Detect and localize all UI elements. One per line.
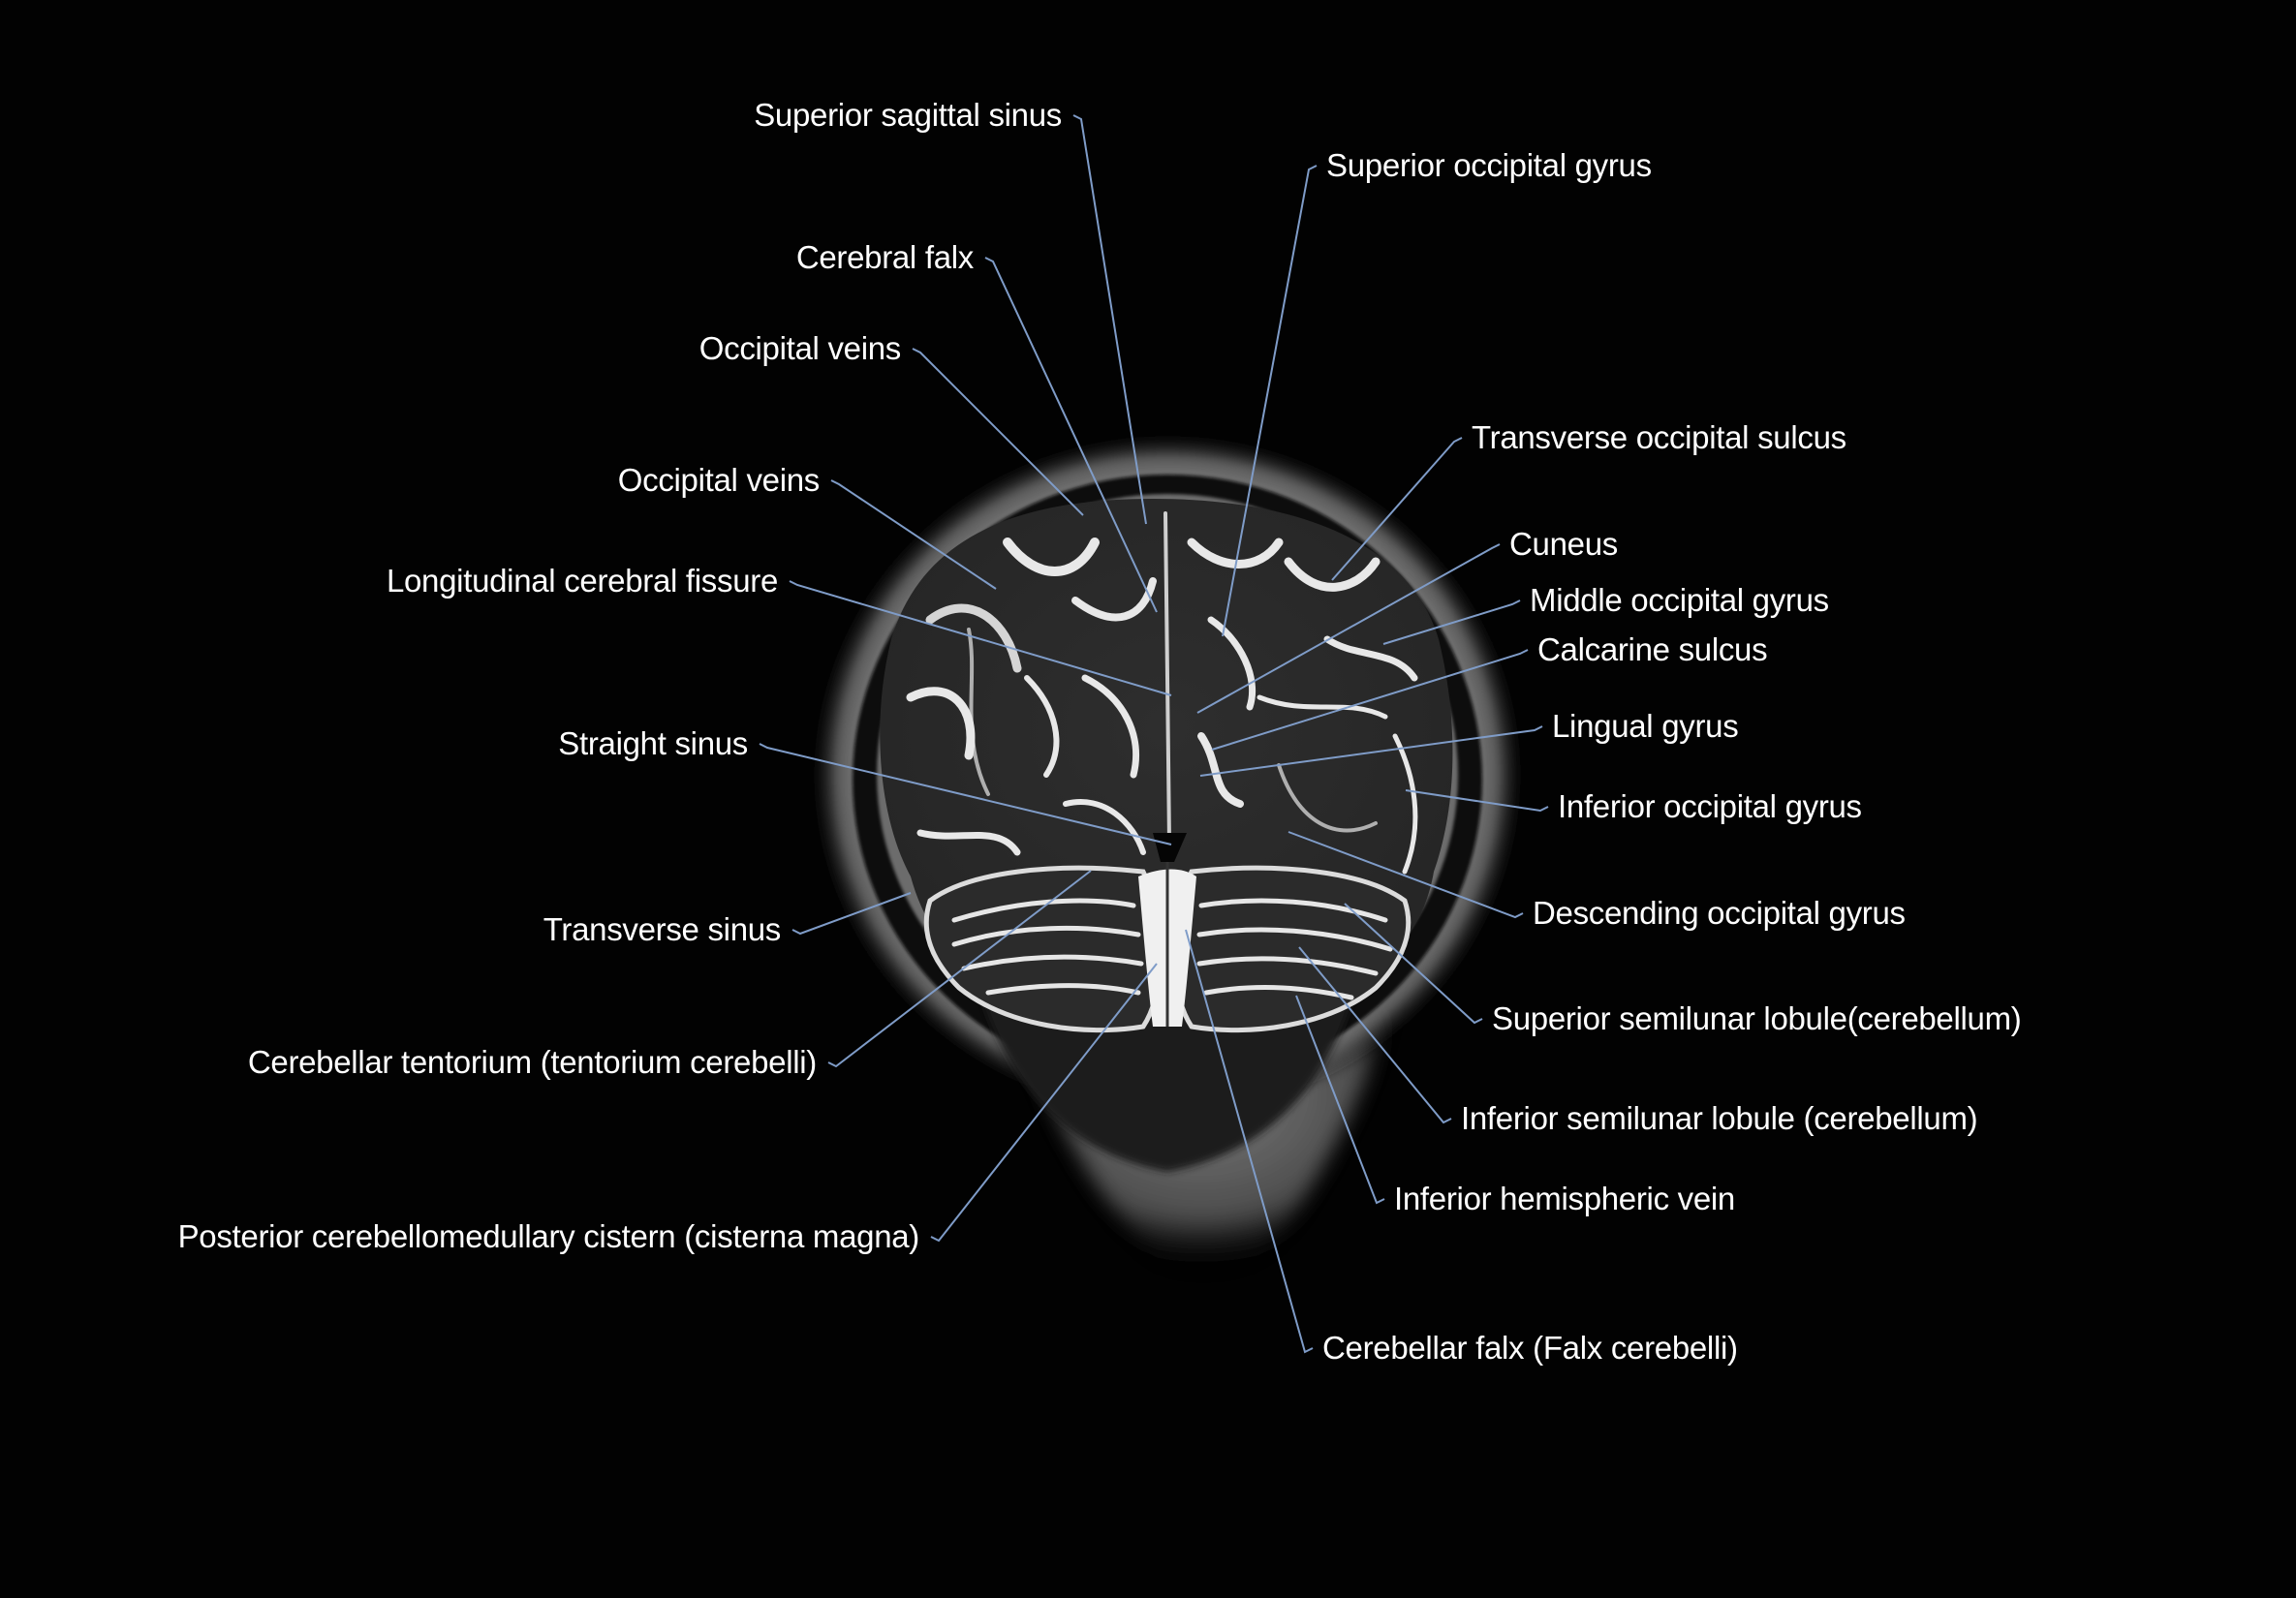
label-occipital-veins-upper: Occipital veins [698, 330, 902, 366]
label-occipital-veins-lower: Occipital veins [617, 462, 821, 498]
label-superior-semilunar-lobule: Superior semilunar lobule(cerebellum) [1492, 1000, 2022, 1036]
label-cisterna-magna: Posterior cerebellomedullary cistern (ci… [177, 1218, 920, 1254]
label-transverse-sinus: Transverse sinus [543, 911, 782, 947]
label-inferior-hemispheric-vein: Inferior hemispheric vein [1394, 1181, 1735, 1216]
label-superior-occipital-gyrus: Superior occipital gyrus [1326, 147, 1652, 183]
label-superior-sagittal-sinus: Superior sagittal sinus [754, 97, 1062, 133]
label-descending-occipital-gyrus: Descending occipital gyrus [1533, 895, 1906, 931]
label-inferior-semilunar-lobule: Inferior semilunar lobule (cerebellum) [1461, 1100, 1978, 1136]
label-longitudinal-cerebral-fissure: Longitudinal cerebral fissure [386, 563, 778, 599]
label-inferior-occipital-gyrus: Inferior occipital gyrus [1558, 788, 1862, 824]
label-lingual-gyrus: Lingual gyrus [1552, 708, 1739, 744]
label-cerebral-falx: Cerebral falx [795, 239, 974, 275]
label-middle-occipital-gyrus: Middle occipital gyrus [1530, 582, 1829, 618]
label-cerebellar-falx: Cerebellar falx (Falx cerebelli) [1322, 1330, 1738, 1366]
label-calcarine-sulcus: Calcarine sulcus [1537, 631, 1768, 667]
label-cuneus: Cuneus [1509, 526, 1618, 562]
label-cerebellar-tentorium: Cerebellar tentorium (tentorium cerebell… [247, 1044, 817, 1080]
label-straight-sinus: Straight sinus [558, 725, 748, 761]
label-transverse-occipital-sulcus: Transverse occipital sulcus [1472, 419, 1846, 455]
